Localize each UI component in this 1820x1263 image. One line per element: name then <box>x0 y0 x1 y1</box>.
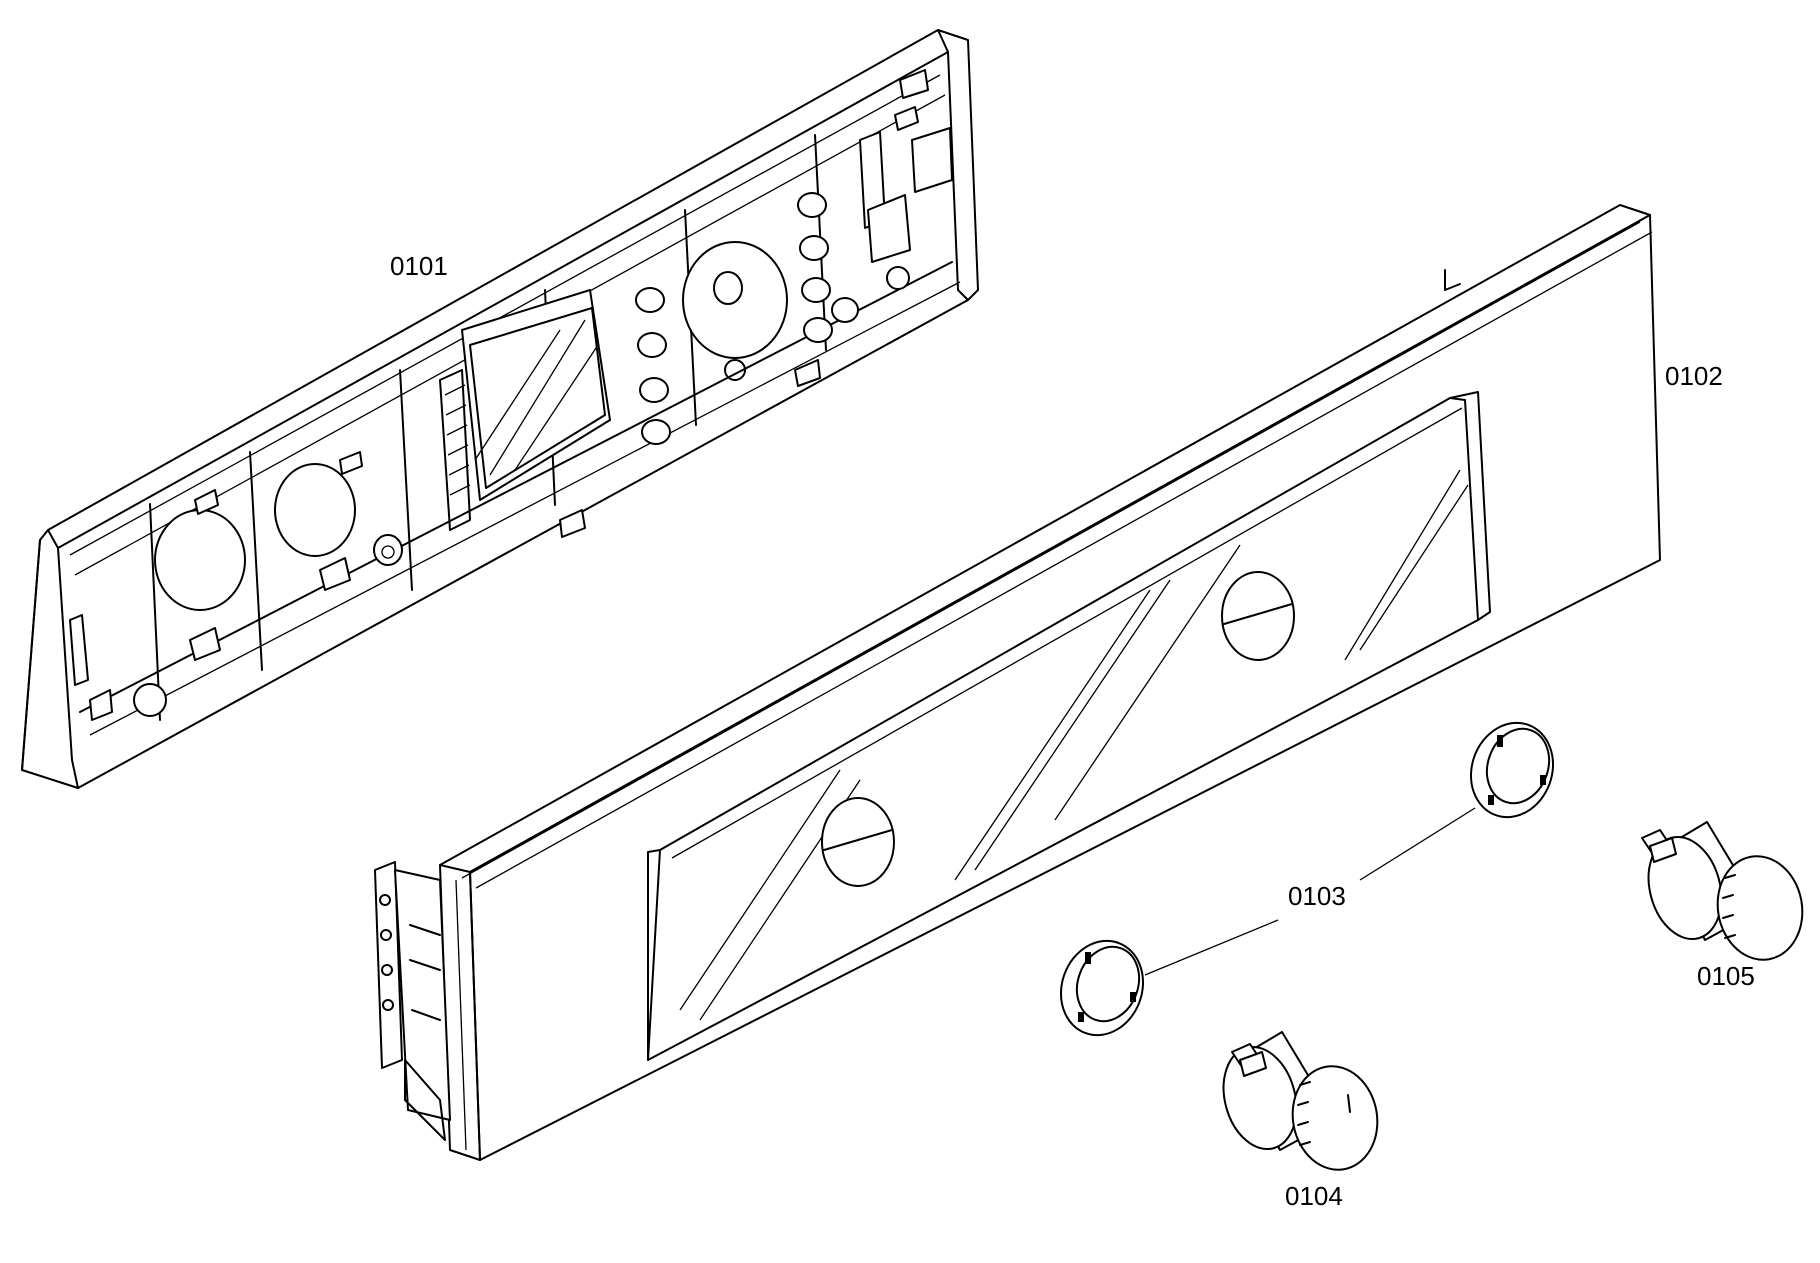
part-0104-knob <box>1222 1031 1379 1171</box>
part-0101-rear-frame <box>21 29 979 789</box>
part-0102-front-panel <box>374 204 1661 1161</box>
label-0104: 0104 <box>1285 1181 1343 1211</box>
label-0101: 0101 <box>390 251 448 281</box>
label-0102: 0102 <box>1665 361 1723 391</box>
label-0105: 0105 <box>1697 961 1755 991</box>
part-0103-knob-rings <box>1059 721 1555 1037</box>
part-0105-knob <box>1641 821 1804 961</box>
label-0103: 0103 <box>1288 881 1346 911</box>
